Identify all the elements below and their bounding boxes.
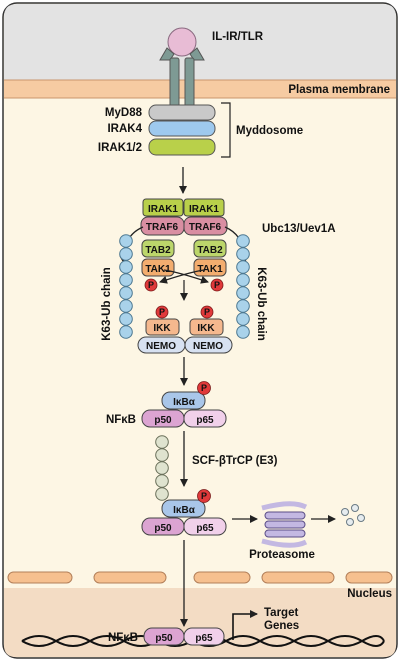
nuclear-nfkb [143, 627, 225, 646]
p50-nuclear-label: p50 [155, 633, 173, 644]
tab2-right [193, 239, 227, 258]
tak1-phospho [144, 278, 224, 292]
tak1-left [141, 258, 175, 277]
phospho-tak1-left [144, 278, 158, 292]
nfkb-ikba-ub-complex [141, 489, 227, 536]
nucleus-region [4, 588, 396, 657]
k48-ub-chain [155, 435, 169, 501]
tak1-left-label: TAK1 [145, 264, 171, 275]
nuclear-envelope [7, 571, 393, 584]
phospho-tak1-right [210, 278, 224, 292]
p50-ub-label: p50 [154, 523, 172, 534]
p65-nuclear-disk [183, 627, 225, 646]
tab2-left [141, 239, 175, 258]
p65-label: p65 [196, 415, 214, 426]
p65-ub-disk [183, 517, 227, 536]
ligand [167, 27, 197, 57]
tab2-right-label: TAB2 [197, 245, 223, 256]
ikk-left-label: IKK [153, 323, 171, 334]
irak1-left-label: IRAK1 [148, 204, 178, 215]
tab2-tak1-complex [141, 239, 227, 277]
irak1-left [142, 198, 184, 217]
phospho-ikba [197, 381, 211, 395]
myd88-disk [148, 104, 216, 121]
tab2-left-label: TAB2 [145, 245, 171, 256]
ikk-right [189, 318, 224, 336]
traf6-left-label: TRAF6 [146, 222, 179, 233]
k63-ub-chain-right [236, 234, 250, 339]
nfkb-ikba-complex [141, 381, 227, 428]
phospho-ikk-left-label: P [159, 307, 165, 317]
ikba-disk [161, 391, 206, 410]
nemo-right [184, 336, 233, 354]
receptor [159, 27, 205, 114]
irak4-label: IRAK4 [107, 123, 142, 135]
ubc13-uev1a-label: Ubc13/Uev1A [262, 223, 336, 235]
plasma-membrane-label: Plasma membrane [288, 84, 390, 96]
phospho-ikba-ub [197, 489, 211, 503]
phospho-ikk-right [200, 305, 214, 319]
ikk-right-label: IKK [197, 323, 215, 334]
phospho-ikba-label: P [201, 383, 207, 393]
phospho-tak1-right-label: P [214, 280, 220, 290]
phospho-ikk-left [155, 305, 169, 319]
tak1-right-label: TAK1 [197, 264, 223, 275]
p65-ub-label: p65 [196, 523, 214, 534]
nfkb-nuclear-label: NFκB [108, 632, 138, 644]
ikk-phospho [155, 305, 214, 319]
irak1-right-label: IRAK1 [189, 204, 219, 215]
extracellular-space [4, 4, 396, 80]
k63-ub-chain-left-label: K63-Ub chain [101, 267, 113, 341]
phospho-ikk-right-label: P [204, 307, 210, 317]
traf6-right [183, 216, 228, 236]
arrow-tak1-cross-left [159, 269, 205, 284]
e3-label: SCF-βTrCP (E3) [192, 455, 278, 467]
irak12-disk [148, 138, 216, 156]
phospho-ikba-ub-label: P [201, 491, 207, 501]
irak4-disk [148, 120, 216, 137]
plasma-membrane [4, 80, 396, 98]
phospho-tak1-left-label: P [148, 280, 154, 290]
myddosome-bracket [221, 102, 231, 158]
proteasome [261, 501, 308, 548]
irak12-label: IRAK1/2 [98, 142, 142, 154]
proteasome-label: Proteasome [249, 549, 315, 561]
degraded-peptides [341, 504, 365, 526]
tak1-right [193, 258, 227, 277]
p50-label: p50 [154, 415, 172, 426]
myd88-label: MyD88 [105, 107, 143, 119]
ikba-ub-disk [161, 499, 206, 518]
ikba-ub-label: IκBα [173, 505, 196, 516]
irak1-traf6-complex [140, 198, 228, 236]
p65-nuclear-label: p65 [195, 633, 213, 644]
myddosome-label: Myddosome [236, 125, 303, 137]
k63-ub-chain-right-label: K63-Ub chain [255, 267, 267, 341]
nemo-right-label: NEMO [193, 341, 223, 352]
irak1-right [183, 198, 225, 217]
ikk-left [145, 318, 180, 336]
traf6-right-label: TRAF6 [189, 222, 222, 233]
target-genes-line-2: Genes [264, 620, 299, 632]
arrow-tak1-cross-right [163, 269, 209, 284]
k63-ub-chain-left [119, 234, 133, 339]
myddosome [148, 104, 216, 156]
target-genes-line-1: Target [264, 607, 298, 619]
receptor-label: IL-IR/TLR [212, 31, 264, 43]
nucleus-label: Nucleus [347, 588, 392, 600]
ikba-label: IκBα [173, 397, 196, 408]
nfkb-label: NFκB [106, 414, 136, 426]
ikk-nemo-complex [137, 318, 233, 354]
transcription-arrow [232, 610, 258, 640]
p65-disk [183, 409, 227, 428]
nemo-left-label: NEMO [146, 341, 176, 352]
